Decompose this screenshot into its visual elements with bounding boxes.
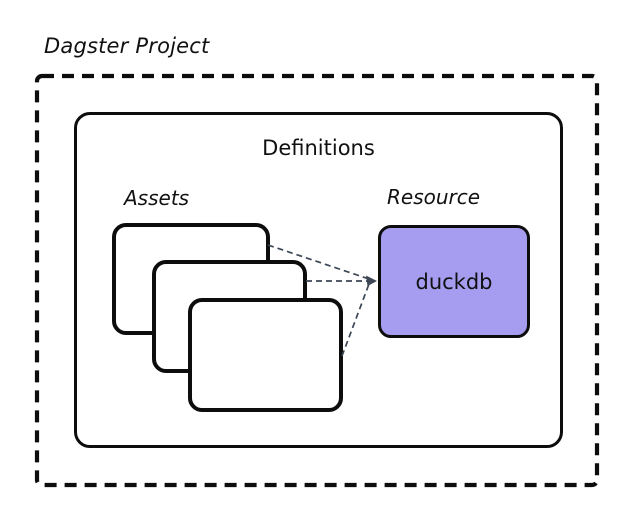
- asset-card-front: [188, 298, 343, 412]
- diagram-title: Dagster Project: [44, 34, 210, 58]
- definitions-label: Definitions: [262, 136, 375, 160]
- assets-label: Assets: [124, 186, 190, 210]
- resource-node-label: duckdb: [415, 269, 493, 294]
- resource-node-duckdb: duckdb: [378, 225, 530, 338]
- resource-label: Resource: [387, 185, 481, 209]
